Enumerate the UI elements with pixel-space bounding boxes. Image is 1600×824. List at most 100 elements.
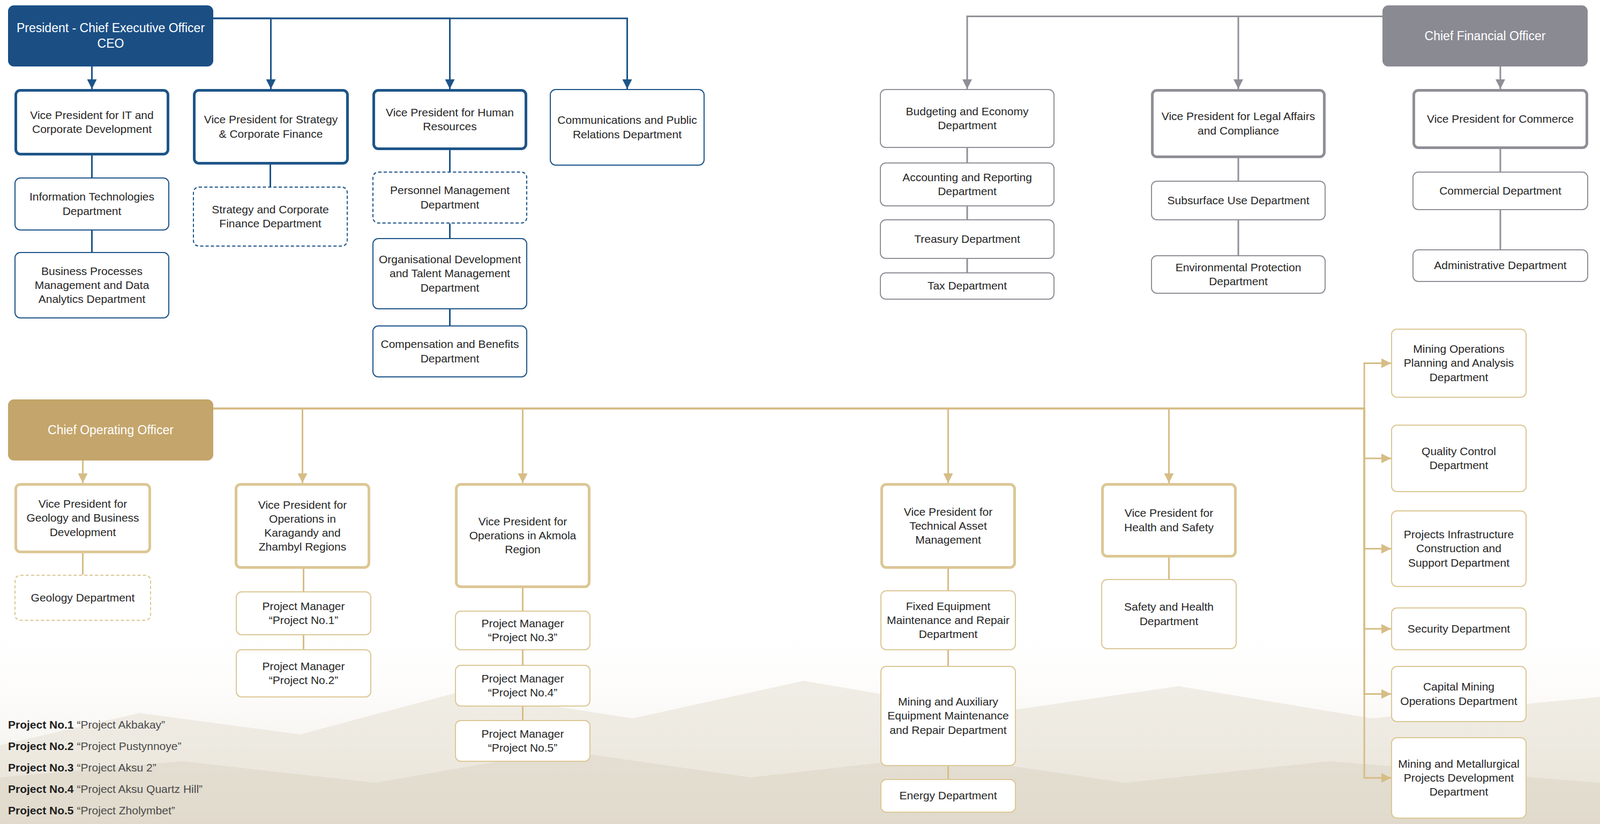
department-box: Project Manager “Project No.4” <box>454 664 591 707</box>
box-label: Vice President for Geology and Business … <box>22 496 144 539</box>
project-key-row: Project No.3“Project Aksu 2” <box>8 759 203 782</box>
department-box: Mining and Metallurgical Projects Develo… <box>1391 736 1527 819</box>
vice-president-box: Vice President for Commerce <box>1412 88 1589 149</box>
connector <box>1238 16 1383 89</box>
connector <box>1499 148 1502 172</box>
department-box: Commercial Department <box>1412 171 1589 211</box>
connector <box>213 408 1392 694</box>
box-label: Energy Department <box>899 788 997 803</box>
department-box: Administrative Department <box>1412 249 1589 282</box>
project-key-row: Project No.5“Project Zholymbet” <box>8 802 203 824</box>
vice-president-box: Vice President for Operations in Karagan… <box>234 482 371 569</box>
box-label: Commercial Department <box>1439 183 1562 198</box>
project-key-row: Project No.2“Project Pustynnoye” <box>8 738 203 760</box>
department-box: Project Manager “Project No.3” <box>454 610 591 650</box>
connector <box>947 649 949 666</box>
box-label: Vice President for Operations in Akmola … <box>462 514 583 557</box>
department-box: Subsurface Use Department <box>1150 180 1326 221</box>
box-label: Mining and Metallurgical Projects Develo… <box>1397 756 1521 799</box>
box-label: Information Technologies Department <box>20 189 163 218</box>
project-key-row: Project No.4“Project Aksu Quartz Hill” <box>8 781 203 803</box>
vice-president-box: Vice President for Operations in Akmola … <box>454 482 591 588</box>
box-label: Mining Operations Planning and Analysis … <box>1397 341 1521 384</box>
department-box: Information Technologies Department <box>14 177 170 231</box>
project-name: “Project Aksu 2” <box>77 760 157 774</box>
box-label: Vice President for Health and Safety <box>1109 505 1229 534</box>
box-label: Vice President for Legal Affairs and Com… <box>1159 109 1318 138</box>
box-label: Budgeting and Economy Department <box>886 104 1049 133</box>
department-box: Safety and Health Department <box>1101 578 1237 649</box>
box-label: President - Chief Executive Officer CEO <box>15 20 206 51</box>
department-box: Quality Control Department <box>1391 424 1527 492</box>
connector <box>1499 210 1502 250</box>
connector <box>1237 220 1240 256</box>
connector <box>966 206 969 220</box>
dashed-department-box: Personnel Management Department <box>372 171 528 224</box>
backdrop-fade <box>0 616 1600 824</box>
project-key-row: Project No.1“Project Akbakay” <box>8 716 203 739</box>
box-label: Tax Department <box>927 278 1007 293</box>
connector <box>213 408 1392 778</box>
box-label: Quality Control Department <box>1397 444 1521 473</box>
department-box: Projects Infrastructure Construction and… <box>1391 510 1527 587</box>
project-name: “Project Zholymbet” <box>77 803 176 817</box>
connector <box>947 765 949 779</box>
department-box: Energy Department <box>880 778 1016 813</box>
department-box: Business Processes Management and Data A… <box>14 251 170 319</box>
box-label: Business Processes Management and Data A… <box>20 264 163 306</box>
department-box: Project Manager “Project No.1” <box>235 591 372 635</box>
box-label: Project Manager “Project No.4” <box>461 671 585 700</box>
box-label: Organisational Development and Talent Ma… <box>378 252 521 295</box>
box-label: Project Manager “Project No.2” <box>242 659 365 687</box>
box-label: Environmental Protection Department <box>1157 260 1320 289</box>
department-box: Security Department <box>1391 607 1527 650</box>
connector <box>213 18 628 89</box>
connector <box>213 408 1392 459</box>
box-label: Communications and Public Relations Depa… <box>556 113 699 141</box>
box-label: Capital Mining Operations Department <box>1397 679 1521 708</box>
box-label: Chief Financial Officer <box>1424 28 1546 44</box>
department-box: Mining and Auxiliary Equipment Maintenan… <box>880 665 1016 766</box>
box-label: Vice President for Strategy & Corporate … <box>200 112 341 141</box>
connector <box>966 147 969 163</box>
project-name: “Project Pustynnoye” <box>77 739 182 752</box>
box-label: Vice President for Commerce <box>1426 111 1574 126</box>
project-name: “Project Aksu Quartz Hill” <box>77 782 204 795</box>
box-label: Vice President for IT and Corporate Deve… <box>22 108 162 137</box>
box-label: Project Manager “Project No.3” <box>461 616 585 645</box>
box-label: Accounting and Reporting Department <box>886 170 1049 199</box>
box-label: Project Manager “Project No.5” <box>461 726 585 755</box>
department-box: Communications and Public Relations Depa… <box>549 88 705 166</box>
box-label: Projects Infrastructure Construction and… <box>1397 527 1521 570</box>
connector <box>213 408 303 483</box>
connector <box>1237 158 1240 181</box>
box-label: Vice President for Operations in Karagan… <box>242 497 363 554</box>
box-label: Vice President for Human Resources <box>380 105 520 134</box>
box-label: Personnel Management Department <box>378 183 521 212</box>
connector <box>449 309 451 326</box>
box-label: Safety and Health Department <box>1107 599 1231 628</box>
connector <box>81 552 84 575</box>
connector <box>302 568 305 592</box>
vice-president-box: Vice President for IT and Corporate Deve… <box>14 88 170 156</box>
connector <box>213 408 949 483</box>
project-code: Project No.1 <box>8 718 74 731</box>
connector <box>521 649 524 665</box>
box-label: Project Manager “Project No.1” <box>242 599 365 627</box>
project-name: “Project Akbakay” <box>77 718 166 731</box>
connector <box>449 150 451 172</box>
connector <box>966 258 969 273</box>
connector <box>1499 66 1502 89</box>
department-box: Capital Mining Operations Department <box>1391 665 1527 722</box>
connector <box>947 568 949 590</box>
box-label: Geology Department <box>31 590 136 605</box>
project-key: Project No.1“Project Akbakay”Project No.… <box>8 716 203 824</box>
executive-box: Chief Operating Officer <box>8 399 214 461</box>
project-code: Project No.5 <box>8 803 74 817</box>
box-label: Strategy and Corporate Finance Departmen… <box>199 202 342 231</box>
connector <box>521 587 524 611</box>
executive-box: Chief Financial Officer <box>1382 5 1588 67</box>
box-label: Vice President for Technical Asset Manag… <box>888 504 1008 547</box>
connector <box>1168 557 1170 579</box>
vice-president-box: Vice President for Human Resources <box>372 88 528 151</box>
